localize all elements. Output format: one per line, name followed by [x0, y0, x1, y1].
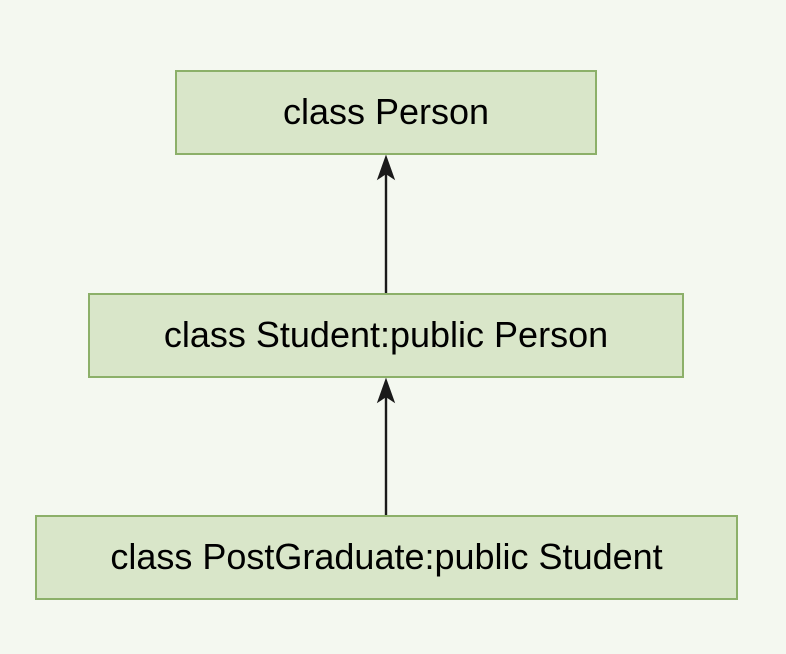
arrowhead-icon-postgraduate-to-student: [376, 377, 396, 404]
class-node-person-label: class Person: [282, 90, 490, 132]
class-node-postgraduate[interactable]: class PostGraduate:public Student: [35, 515, 738, 600]
edge-student-to-person: [376, 154, 396, 293]
class-node-student[interactable]: class Student:public Person: [88, 293, 684, 378]
class-node-postgraduate-label: class PostGraduate:public Student: [110, 535, 663, 577]
class-node-person[interactable]: class Person: [175, 70, 597, 155]
edge-postgraduate-to-student: [376, 377, 396, 515]
class-node-student-label: class Student:public Person: [163, 313, 609, 355]
arrowhead-icon-student-to-person: [376, 154, 396, 181]
